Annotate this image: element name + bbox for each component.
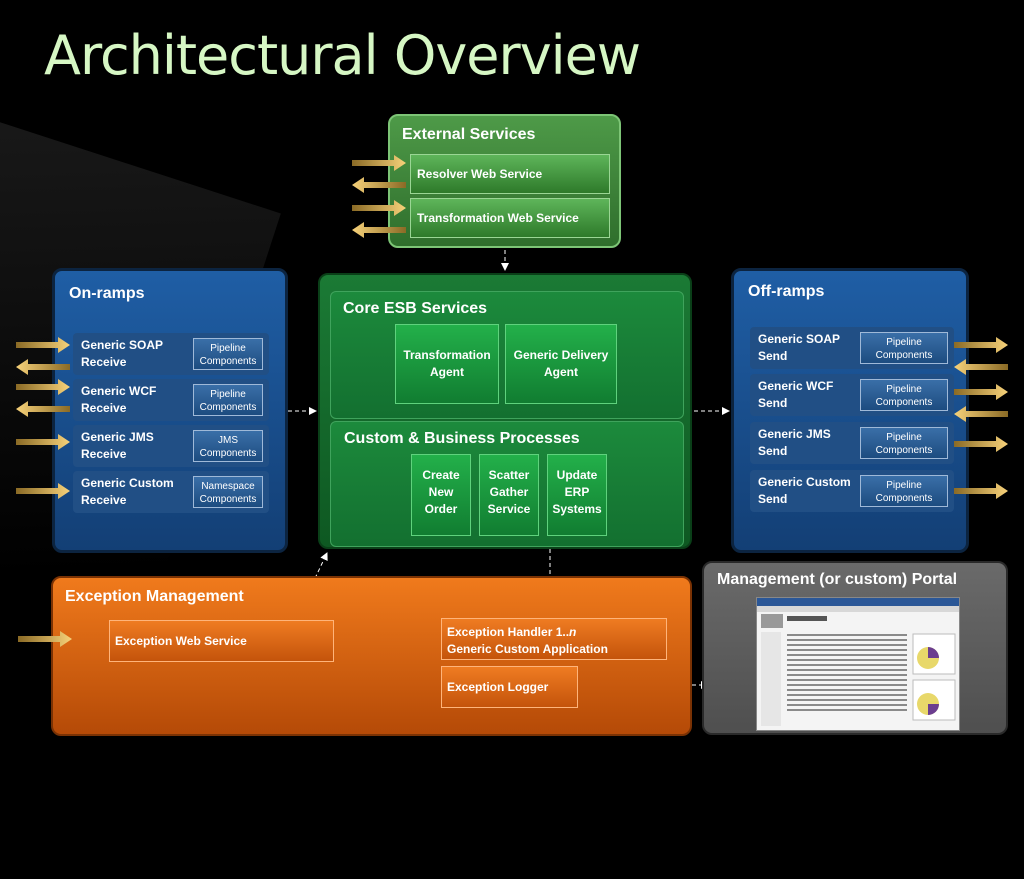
arrow-out-icon — [16, 359, 70, 375]
arrow-in-icon — [352, 200, 406, 216]
external-services-panel: External Services Resolver Web Service T… — [388, 114, 621, 248]
arrow-out-icon — [954, 436, 1008, 452]
offramps-label: Off-ramps — [748, 283, 825, 300]
arrow-out-icon — [352, 222, 406, 238]
onramps-arrows — [16, 337, 70, 499]
portal-screenshot — [756, 597, 960, 731]
exception-web-service[interactable]: Exception Web Service — [109, 620, 334, 662]
arrow-out-icon — [16, 401, 70, 417]
transformation-web-service[interactable]: Transformation Web Service — [410, 198, 610, 238]
exception-management-panel: Exception Management Exception Web Servi… — [51, 576, 692, 736]
exception-input-arrow — [18, 631, 72, 647]
offramps-arrows — [954, 337, 1008, 499]
external-services-arrows — [352, 155, 406, 238]
page-title: Architectural Overview — [44, 24, 641, 87]
resolver-web-service[interactable]: Resolver Web Service — [410, 154, 610, 194]
arrow-in-icon — [16, 337, 70, 353]
arrow-in-icon — [954, 359, 1008, 375]
arrow-in-icon — [352, 155, 406, 171]
arrow-in-icon — [16, 483, 70, 499]
arrow-out-icon — [954, 483, 1008, 499]
arrow-out-icon — [954, 384, 1008, 400]
external-services-label: External Services — [402, 126, 536, 143]
management-portal-panel: Management (or custom) Portal — [702, 561, 1008, 735]
portal-screenshot-image — [757, 598, 959, 726]
arrow-in-icon — [954, 406, 1008, 422]
arrow-out-icon — [954, 337, 1008, 353]
onramps-label: On-ramps — [69, 285, 145, 302]
core-esb-label: Core ESB Services — [343, 300, 488, 317]
exception-logger[interactable]: Exception Logger — [441, 666, 578, 708]
arrow-in-icon — [16, 434, 70, 450]
custom-processes-label: Custom & Business Processes — [344, 430, 580, 447]
arrow-in-icon — [18, 631, 72, 647]
portal-label: Management (or custom) Portal — [717, 571, 958, 588]
arrow-out-icon — [352, 177, 406, 193]
arrow-in-icon — [16, 379, 70, 395]
exception-management-label: Exception Management — [65, 588, 244, 605]
